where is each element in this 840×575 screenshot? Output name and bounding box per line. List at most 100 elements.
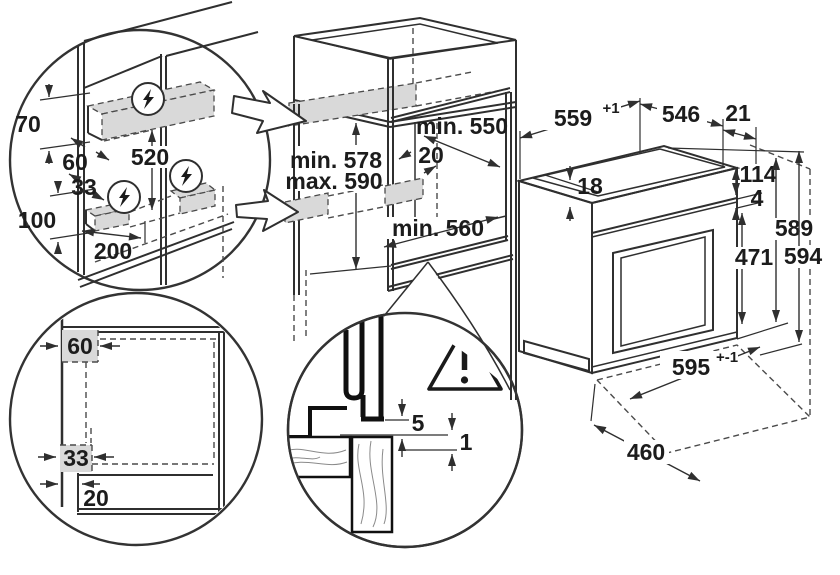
niche-top-edge <box>390 87 511 119</box>
ref-line <box>544 174 599 193</box>
edge-line <box>83 55 163 89</box>
control-panel-edge <box>591 201 738 238</box>
detail-circle-plan-outline <box>8 291 264 547</box>
dim-min550-arrow <box>423 135 501 168</box>
dim-594-label: 594 <box>784 243 823 269</box>
dim-595-tolerance: +-1 <box>716 349 738 366</box>
dim-589-label: 589 <box>775 215 813 241</box>
label-bg <box>660 351 738 379</box>
label-bg <box>740 164 776 186</box>
hidden-edge <box>129 212 181 228</box>
dim-200-label: 200 <box>94 238 132 264</box>
dim-1-label: 1 <box>460 429 473 455</box>
dim-559-tolerance: +1 <box>602 100 619 117</box>
oven-drawing: 559 +1 546 21 18 114 4 471 589 594 <box>515 98 824 482</box>
ref-line <box>736 322 789 340</box>
label-bg <box>781 246 824 268</box>
niche-top-edge <box>390 91 511 123</box>
oven-door-window <box>612 228 714 355</box>
oven-top-inner-frame <box>532 148 726 197</box>
zone-box-edge <box>85 223 96 232</box>
dim-60-arrow <box>70 137 86 148</box>
dim-70-label: 70 <box>15 111 41 137</box>
dim-20-arrow <box>398 149 412 160</box>
cabinet-band-edge <box>387 258 514 292</box>
detail-circle-electrical: 70 60 520 33 100 200 <box>8 1 272 292</box>
wedge-fill <box>384 262 510 390</box>
edge-line <box>79 228 233 288</box>
dim-max590-label: max. 590 <box>285 168 382 194</box>
dim-5-label: 5 <box>412 410 425 436</box>
dim-100-label: 100 <box>18 207 56 233</box>
ref-line <box>39 92 91 101</box>
connection-zone-niche-wall <box>384 177 424 207</box>
detail-circle-gap: 5 1 <box>286 311 524 549</box>
dim-20-label: 20 <box>83 485 109 511</box>
hidden-shelf-edge <box>415 71 473 84</box>
ref-line <box>759 343 803 356</box>
power-icon <box>107 180 141 214</box>
zone-box-edge <box>87 132 103 141</box>
dim-20-arrow <box>423 165 437 176</box>
wood-grain <box>381 448 387 525</box>
panel-u-profile <box>343 314 365 401</box>
worktop-bottom-edge-right <box>389 106 517 128</box>
dim-33-label: 33 <box>71 174 97 200</box>
oven-side-face <box>518 179 593 375</box>
ref-line <box>736 192 763 200</box>
label-bg <box>774 218 814 240</box>
wedge-edge <box>383 261 429 317</box>
label-bg <box>736 247 772 269</box>
dim-60-label: 60 <box>67 333 93 359</box>
dim-20-label: 20 <box>418 142 444 168</box>
control-panel-edge <box>591 197 738 234</box>
dim-200-arrow <box>81 228 142 241</box>
dim-min578-label: min. 578 <box>290 147 382 173</box>
hidden-edge <box>94 213 229 263</box>
oven-front-face <box>591 166 738 375</box>
wood-grain <box>357 443 365 525</box>
label-bg <box>657 100 707 126</box>
label-bg <box>296 146 376 191</box>
power-icon <box>131 82 165 116</box>
wedge-edge <box>427 261 511 391</box>
cabinet-drawing: min. 550 20 min. 578 max. 590 min. 560 <box>284 16 517 400</box>
ref-line <box>309 265 392 275</box>
detail-circle-plan: 60 33 20 <box>8 291 264 547</box>
dim-546-label: 546 <box>662 101 700 127</box>
worktop-top-opening <box>311 23 499 60</box>
dim-18-label: 18 <box>577 173 603 199</box>
dim-4-label: 4 <box>751 185 764 211</box>
plan-drawing <box>60 313 230 515</box>
dim-114-label: 114 <box>739 161 776 187</box>
worktop-bottom-edge-right <box>389 101 517 123</box>
zone-link-line <box>327 205 389 219</box>
dim-60-arrow <box>95 150 110 161</box>
detail-circle-gap-rim <box>286 311 524 549</box>
wood-grain <box>369 440 378 528</box>
zone-33 <box>60 445 92 472</box>
detail-circle-electrical-outline <box>8 28 272 292</box>
dim-21-label: 21 <box>725 100 751 126</box>
dim-min560-label: min. 560 <box>392 215 484 241</box>
ref-line <box>49 231 96 240</box>
dim-min550-label: min. 550 <box>416 113 508 139</box>
edge-line <box>77 221 235 281</box>
dim-33-arrow <box>68 173 82 184</box>
label-bg <box>133 146 169 168</box>
dim-471-label: 471 <box>735 244 774 270</box>
edge-line <box>83 1 233 42</box>
dim-520-label: 520 <box>131 144 169 170</box>
detail-link-wedge <box>286 261 524 549</box>
edge-line <box>165 31 259 57</box>
dim-33-arrow <box>90 190 105 201</box>
power-icon <box>169 159 203 193</box>
ref-line <box>667 147 805 153</box>
dim-595-label: 595 <box>672 354 711 380</box>
hidden-edge <box>103 129 153 142</box>
ref-line <box>590 383 596 422</box>
label-bg <box>624 440 669 464</box>
dim-21-arrow <box>722 129 757 140</box>
